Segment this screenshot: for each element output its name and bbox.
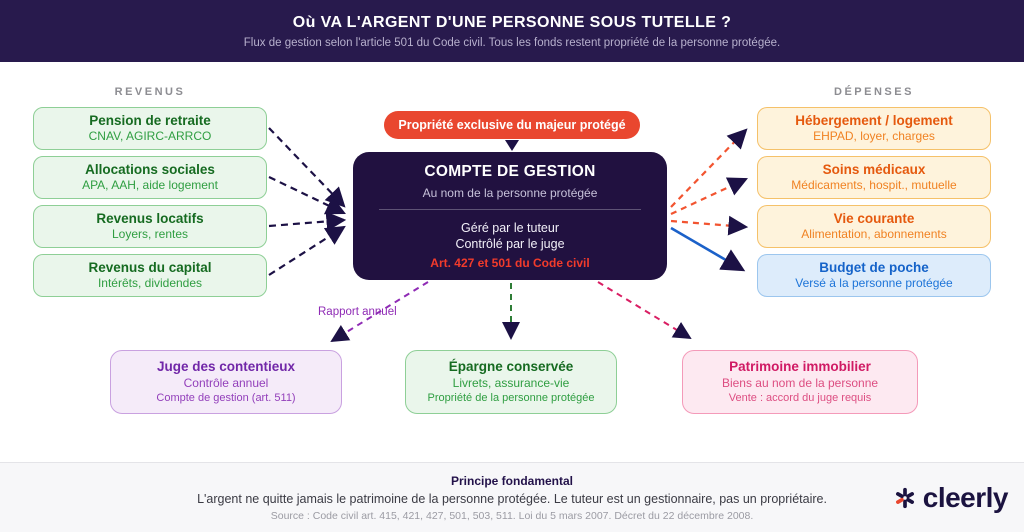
center-title: COMPTE DE GESTION (424, 162, 596, 180)
node-subtitle: Médicaments, hospit., mutuelle (791, 178, 957, 193)
footer: Principe fondamental L'argent ne quitte … (0, 462, 1024, 532)
principle-text: L'argent ne quitte jamais le patrimoine … (197, 492, 827, 506)
node-title: Soins médicaux (822, 161, 926, 177)
expense-flow-arrows (670, 128, 749, 236)
header: Où VA L'ARGENT D'UNE PERSONNE SOUS TUTEL… (0, 0, 1024, 62)
node-title: Patrimoine immobilier (729, 359, 871, 375)
node-compte-de-gestion: COMPTE DE GESTION Au nom de la personne … (353, 152, 667, 280)
node-vie-courante: Vie courante Alimentation, abonnements (757, 205, 991, 248)
node-pension-retraite: Pension de retraite CNAV, AGIRC-ARRCO (33, 107, 267, 150)
center-subtitle: Au nom de la personne protégée (422, 185, 598, 200)
pocket-budget-arrow (670, 226, 746, 272)
node-subtitle: APA, AAH, aide logement (82, 178, 218, 193)
node-subtitle: Versé à la personne protégée (795, 276, 953, 291)
depenses-column-label: DÉPENSES (834, 86, 914, 98)
node-epargne-conservee: Épargne conservée Livrets, assurance-vie… (405, 350, 617, 414)
page-subtitle: Flux de gestion selon l'article 501 du C… (243, 36, 781, 49)
node-subtitle: EHPAD, loyer, charges (813, 129, 935, 144)
node-line2: Vente : accord du juge requis (728, 392, 872, 405)
real-estate-arrow (597, 281, 692, 340)
footer-principle: Principe fondamental L'argent ne quitte … (0, 463, 1024, 532)
revenus-column-label: REVENUS (114, 86, 186, 98)
exclusive-property-badge: Propriété exclusive du majeur protégé (384, 111, 640, 139)
revenue-flow-arrows (268, 127, 347, 276)
node-title: Vie courante (833, 210, 915, 226)
badge-pointer-triangle (505, 140, 519, 151)
node-budget-de-poche: Budget de poche Versé à la personne prot… (757, 254, 991, 297)
node-line1: Biens au nom de la personne (721, 375, 879, 390)
node-line1: Contrôle annuel (183, 375, 269, 390)
node-patrimoine-immobilier: Patrimoine immobilier Biens au nom de la… (682, 350, 918, 414)
principle-title: Principe fondamental (450, 474, 574, 488)
node-title: Épargne conservée (448, 359, 574, 375)
node-soins-medicaux: Soins médicaux Médicaments, hospit., mut… (757, 156, 991, 199)
node-revenus-locatifs: Revenus locatifs Loyers, rentes (33, 205, 267, 248)
node-title: Pension de retraite (89, 112, 211, 128)
node-title: Revenus du capital (88, 259, 212, 275)
source-line: Source : Code civil art. 415, 421, 427, … (270, 510, 754, 522)
node-title: Revenus locatifs (96, 210, 204, 226)
node-line2: Compte de gestion (art. 511) (156, 392, 296, 405)
node-allocations-sociales: Allocations sociales APA, AAH, aide loge… (33, 156, 267, 199)
center-article-ref: Art. 427 et 501 du Code civil (430, 255, 590, 270)
node-line1: Livrets, assurance-vie (452, 375, 570, 390)
node-subtitle: Alimentation, abonnements (801, 227, 947, 242)
cleerly-logo-icon (895, 487, 914, 509)
cleerly-logo-text: cleerly (922, 482, 1009, 513)
annual-report-label: Rapport annuel (318, 306, 397, 318)
page-title: Où VA L'ARGENT D'UNE PERSONNE SOUS TUTEL… (292, 13, 732, 31)
node-title: Hébergement / logement (795, 112, 953, 128)
node-title: Juge des contentieux (156, 359, 296, 375)
node-subtitle: CNAV, AGIRC-ARRCO (88, 129, 212, 144)
node-hebergement: Hébergement / logement EHPAD, loyer, cha… (757, 107, 991, 150)
node-title: Allocations sociales (85, 161, 215, 177)
center-line-tuteur: Géré par le tuteur (461, 220, 559, 235)
node-title: Budget de poche (819, 259, 929, 275)
cleerly-logo: cleerly (892, 463, 1009, 532)
node-subtitle: Intérêts, dividendes (97, 276, 203, 291)
node-revenus-capital: Revenus du capital Intérêts, dividendes (33, 254, 267, 297)
node-line2: Propriété de la personne protégée (427, 392, 595, 405)
center-line-juge: Contrôlé par le juge (455, 236, 565, 251)
center-divider (379, 208, 641, 210)
node-subtitle: Loyers, rentes (111, 227, 189, 242)
node-juge-contentieux: Juge des contentieux Contrôle annuel Com… (110, 350, 342, 414)
